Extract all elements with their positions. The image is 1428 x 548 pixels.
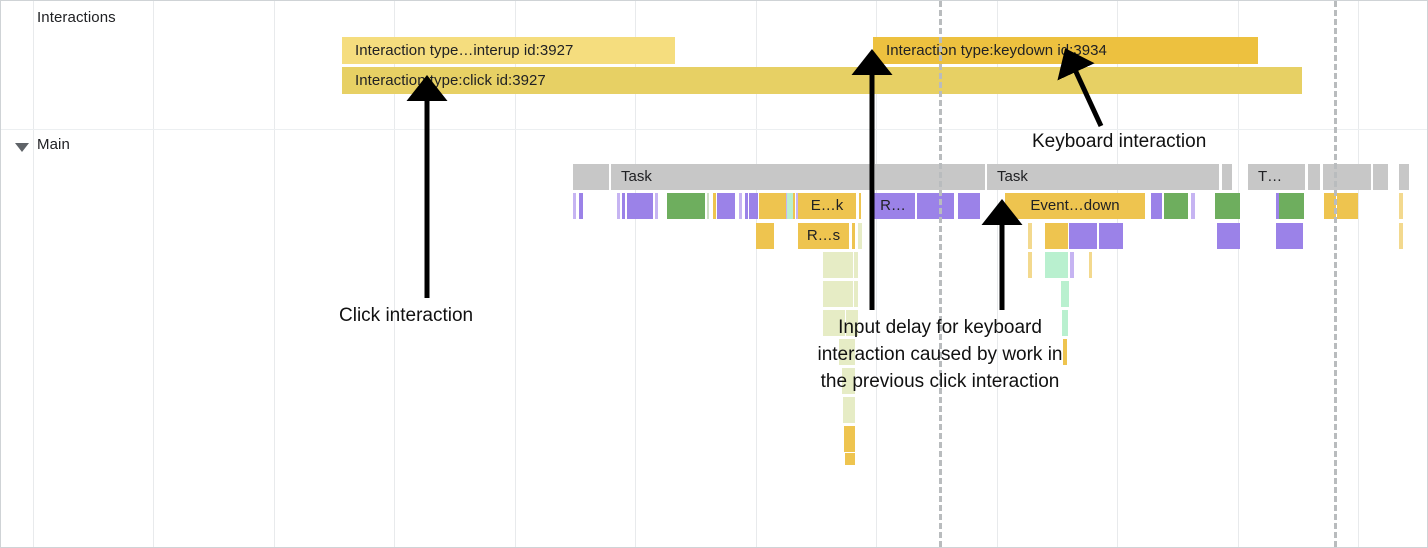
event-block[interactable] [717, 193, 735, 219]
event-block[interactable] [1164, 193, 1188, 219]
event-block[interactable] [823, 281, 853, 307]
event-block[interactable]: Event…down [1005, 193, 1145, 219]
event-block[interactable]: E…k [798, 193, 856, 219]
event-block[interactable] [627, 193, 653, 219]
gridline [394, 1, 395, 547]
track-label-interactions[interactable]: Interactions [37, 9, 116, 26]
task-block[interactable] [1399, 164, 1409, 190]
event-block[interactable] [1399, 193, 1403, 219]
gridline [515, 1, 516, 547]
event-block[interactable] [573, 193, 576, 219]
event-block[interactable] [622, 193, 625, 219]
event-block[interactable] [707, 193, 709, 219]
event-block[interactable] [1070, 252, 1074, 278]
task-block[interactable]: Task [987, 164, 1219, 190]
event-block[interactable] [1069, 223, 1097, 249]
event-block[interactable] [1217, 223, 1240, 249]
event-block[interactable] [1061, 281, 1069, 307]
gridline [997, 1, 998, 547]
interaction-keydown-3934[interactable]: Interaction type:keydown id:3934 [873, 37, 1258, 64]
event-block[interactable] [1324, 193, 1336, 219]
gridline [876, 1, 877, 547]
event-block[interactable] [1215, 193, 1240, 219]
gridline [1238, 1, 1239, 547]
event-block[interactable] [745, 193, 748, 219]
event-block[interactable] [859, 193, 861, 219]
event-block[interactable] [854, 281, 858, 307]
event-block[interactable] [713, 193, 716, 219]
event-block[interactable] [852, 223, 855, 249]
gridline [1117, 1, 1118, 547]
event-block[interactable] [858, 223, 862, 249]
marker-line [1334, 1, 1337, 547]
task-block[interactable] [1308, 164, 1320, 190]
event-block[interactable] [1045, 252, 1068, 278]
event-block[interactable] [1028, 223, 1032, 249]
gridline [635, 1, 636, 547]
event-block[interactable] [843, 397, 855, 423]
event-block[interactable] [917, 193, 954, 219]
event-block[interactable] [1045, 223, 1068, 249]
event-block[interactable] [1062, 310, 1068, 336]
event-block[interactable] [844, 426, 855, 452]
event-block[interactable] [823, 252, 853, 278]
expand-triangle-icon[interactable] [15, 143, 29, 152]
event-block[interactable] [1151, 193, 1162, 219]
event-block[interactable] [787, 193, 793, 219]
annotation-click-interaction: Click interaction [339, 305, 474, 326]
task-block[interactable] [573, 164, 609, 190]
event-block[interactable] [823, 310, 845, 336]
event-block[interactable] [667, 193, 705, 219]
gridline [756, 1, 757, 547]
gridline [33, 1, 34, 547]
marker-line [939, 1, 942, 547]
task-block[interactable] [1323, 164, 1371, 190]
gridline [1358, 1, 1359, 547]
task-block[interactable] [875, 164, 985, 190]
task-block[interactable] [1222, 164, 1232, 190]
annotation-input-delay: Input delay for keyboard interaction cau… [817, 317, 1063, 392]
task-block[interactable]: Task [611, 164, 873, 190]
event-block[interactable] [655, 193, 658, 219]
gridline [153, 1, 154, 547]
event-block[interactable] [842, 368, 855, 394]
event-block[interactable] [749, 193, 758, 219]
event-block[interactable]: R… [871, 193, 915, 219]
event-block[interactable] [1399, 223, 1403, 249]
track-label-main[interactable]: Main [37, 136, 70, 153]
event-block[interactable] [617, 193, 620, 219]
event-block[interactable] [1063, 339, 1067, 365]
event-block[interactable] [1099, 223, 1123, 249]
event-block[interactable] [958, 193, 980, 219]
event-block[interactable] [845, 453, 855, 465]
annotation-keyboard-interaction: Keyboard interaction [1032, 131, 1207, 152]
gridline [274, 1, 275, 547]
event-block[interactable] [1276, 223, 1303, 249]
event-block[interactable] [1191, 193, 1195, 219]
event-block[interactable] [839, 339, 855, 365]
event-block[interactable] [1028, 252, 1032, 278]
event-block[interactable] [579, 193, 583, 219]
interaction-click-3927[interactable]: Interaction type:click id:3927 [342, 67, 1302, 94]
event-block[interactable] [846, 310, 858, 336]
track-separator [1, 129, 1427, 130]
task-block[interactable] [1378, 164, 1388, 190]
task-block[interactable]: T… [1248, 164, 1305, 190]
event-block[interactable] [854, 252, 858, 278]
event-block[interactable] [1276, 193, 1279, 219]
event-block[interactable] [1337, 193, 1358, 219]
event-block[interactable] [739, 193, 742, 219]
event-block[interactable] [756, 223, 774, 249]
event-block[interactable] [796, 193, 799, 219]
event-block[interactable] [1279, 193, 1304, 219]
event-block[interactable]: R…s [798, 223, 849, 249]
event-block[interactable] [1089, 252, 1092, 278]
interaction-pointerup-3927[interactable]: Interaction type…interup id:3927 [342, 37, 675, 64]
